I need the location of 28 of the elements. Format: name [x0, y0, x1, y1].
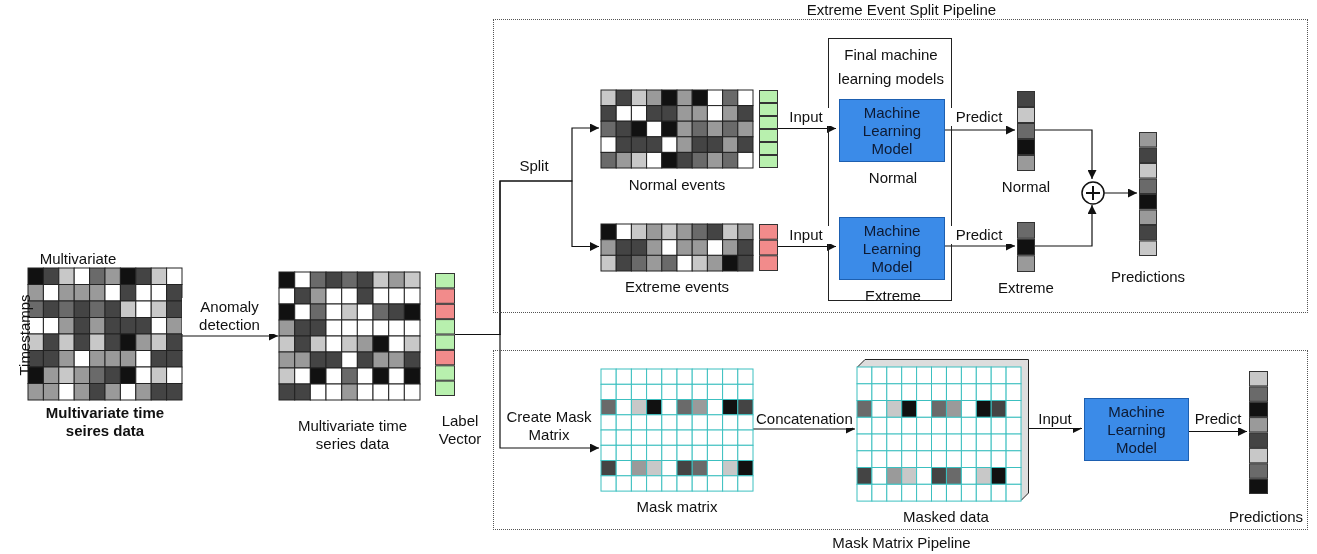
pipeline-title: Extreme Event Split Pipeline: [805, 1, 998, 19]
node-label: Masked data: [902, 508, 990, 526]
node-label: Mask matrix: [635, 498, 719, 516]
edge-label: Anomaly detection: [182, 298, 277, 334]
model-box: Machine Learning Model: [1084, 398, 1189, 461]
node-label: Multivariate time series data: [296, 417, 409, 453]
node-label: Machine Learning Model: [862, 221, 922, 275]
node-label: Predictions: [1227, 508, 1305, 526]
group-box: [828, 38, 952, 301]
node-label: Label Vector: [437, 412, 483, 448]
arrow: [776, 242, 837, 251]
arrow: [776, 124, 837, 133]
model-label: Normal: [867, 169, 919, 187]
node-label: Extreme events: [623, 278, 731, 296]
column-label: Multivariate: [38, 250, 118, 268]
edge-label: Concatenation: [756, 410, 852, 428]
node-label: Extreme: [997, 279, 1055, 297]
pipeline-title: Mask Matrix Pipeline: [831, 534, 972, 552]
node-label: Normal: [1000, 178, 1052, 196]
arrow: [1187, 427, 1248, 436]
arrow: [1033, 204, 1097, 247]
node-label: Normal events: [627, 176, 727, 194]
arrow: [1033, 129, 1097, 180]
model-label: Extreme: [864, 287, 922, 305]
node-label: Multivariate time seires data: [44, 404, 166, 440]
node-label: Machine Learning Model: [862, 103, 922, 157]
group-title: Final machine learning models: [837, 45, 945, 89]
node-label: Predictions: [1109, 268, 1187, 286]
